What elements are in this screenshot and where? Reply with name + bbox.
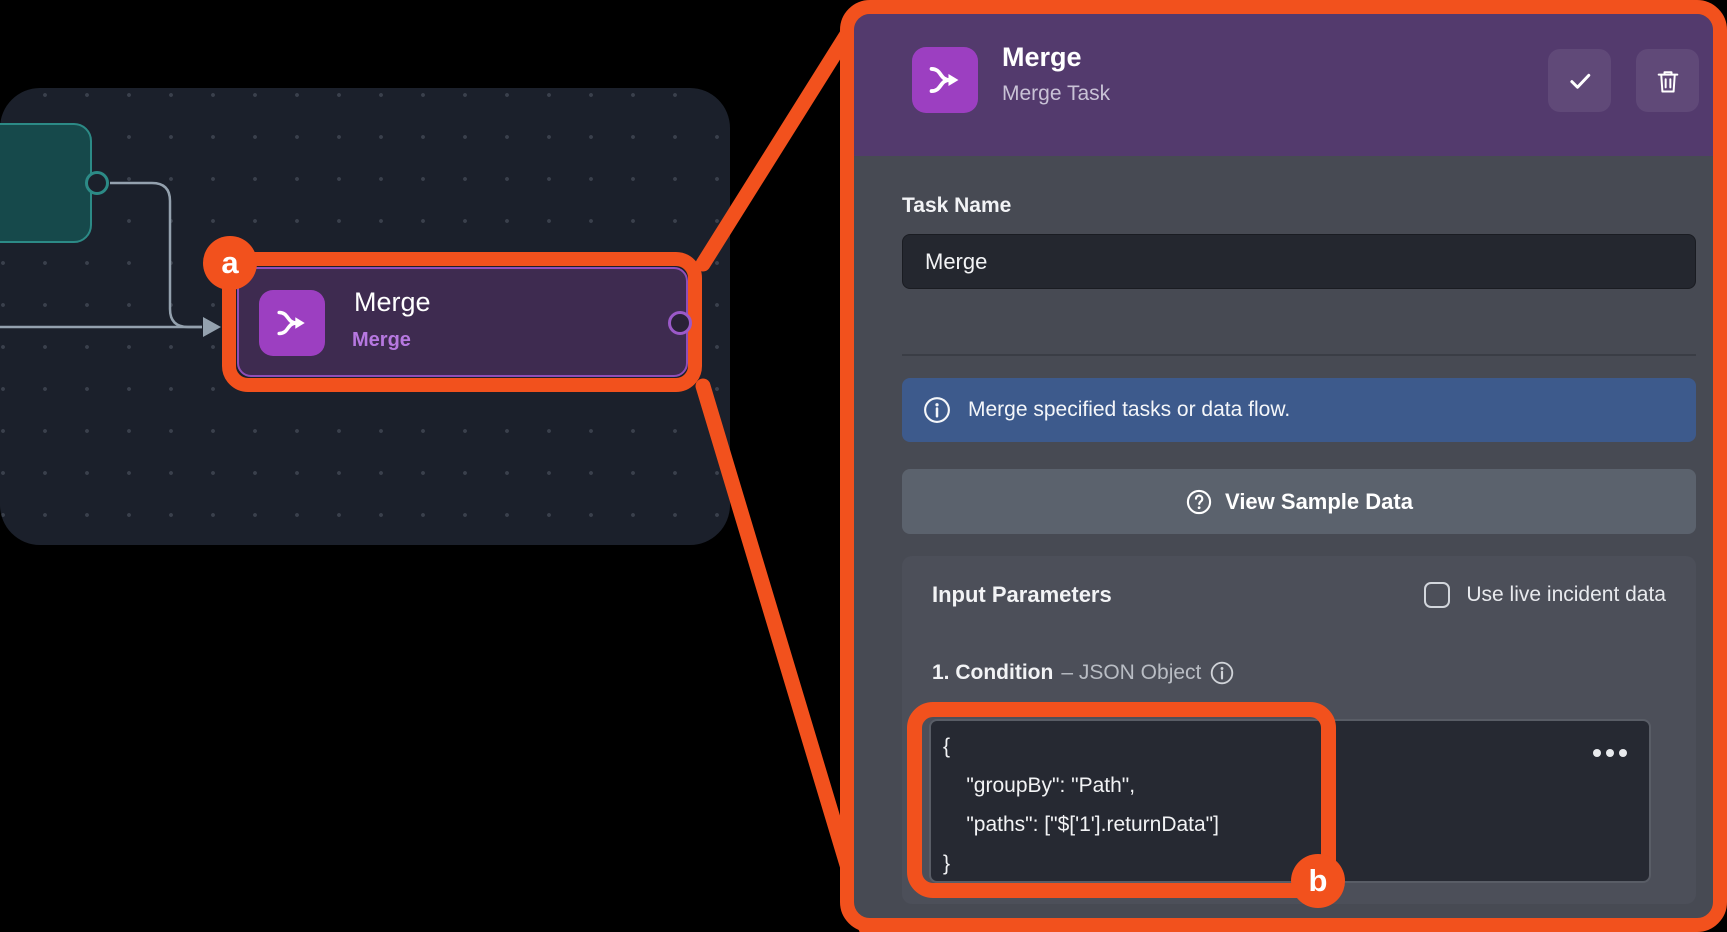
highlight-outline-a [222,252,702,392]
condition-json-editor[interactable]: { "groupBy": "Path", "paths": ["$['1'].r… [929,719,1651,883]
callout-badge-a: a [203,236,257,290]
node-title: Merge [354,287,431,317]
view-sample-data-button[interactable]: View Sample Data [902,469,1696,534]
more-options-icon[interactable] [1593,749,1627,757]
input-parameters-card: Input Parameters Use live incident data … [902,556,1696,908]
info-icon [1211,661,1234,685]
merge-icon [912,47,978,113]
use-live-incident-data-label: Use live incident data [1466,583,1666,606]
code-line: { [943,735,951,758]
callout-badge-b: b [1291,854,1345,908]
input-parameters-heading: Input Parameters [932,582,1112,607]
upstream-task-node[interactable] [0,123,92,243]
code-line: "paths": ["$['1'].returnData"] [943,813,1219,836]
view-sample-data-label: View Sample Data [1225,488,1413,514]
merge-node-output-port[interactable] [668,311,692,335]
question-icon [1186,489,1212,514]
panel-header: Merge Merge Task [854,14,1713,156]
confirm-button[interactable] [1548,49,1611,112]
delete-button[interactable] [1636,49,1699,112]
panel-title: Merge [1002,42,1082,72]
merge-task-node[interactable]: Merge Merge [237,267,688,377]
info-icon [924,397,950,423]
info-banner: Merge specified tasks or data flow. [902,378,1696,442]
condition-param-type: – JSON Object [1061,661,1202,684]
task-detail-panel: Merge Merge Task Task Name Merge specifi… [840,0,1727,932]
divider [902,354,1696,356]
teal-node-output-port[interactable] [85,171,109,195]
condition-param-label: 1. Condition [932,661,1054,684]
code-line: "groupBy": "Path", [943,774,1136,797]
merge-icon [259,290,325,356]
info-banner-text: Merge specified tasks or data flow. [968,398,1291,421]
check-icon [1569,73,1590,89]
task-name-input[interactable] [902,234,1696,289]
node-subtitle: Merge [352,329,411,351]
trash-icon [1657,70,1678,92]
task-name-label: Task Name [902,194,1012,217]
panel-subtitle: Merge Task [1002,82,1111,105]
use-live-incident-data-checkbox[interactable] [1424,582,1451,608]
code-line: } [943,852,951,875]
